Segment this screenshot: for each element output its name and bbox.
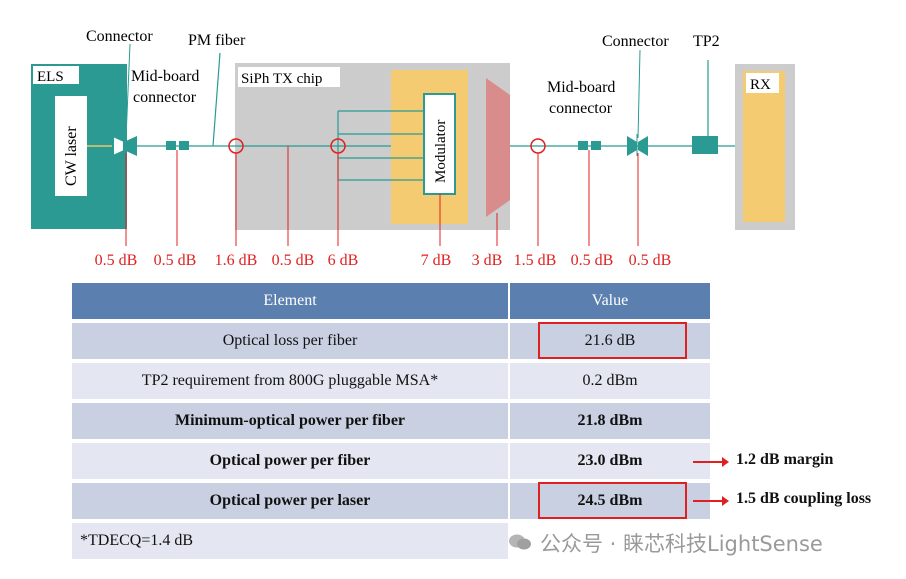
loss-label: 0.5 dB xyxy=(629,252,672,269)
els-label-box xyxy=(33,66,79,84)
loss-label: 7 dB xyxy=(421,252,452,269)
table-header: Element Value xyxy=(72,283,710,321)
arrow-icon xyxy=(693,457,729,467)
loss-label: 3 dB xyxy=(472,252,503,269)
connector-left-icon-b xyxy=(126,136,137,156)
connector-left-label: Connector xyxy=(86,28,153,45)
connector-left-icon xyxy=(112,134,125,158)
modulator-box xyxy=(423,93,456,195)
row-value: 0.2 dBm xyxy=(510,363,710,401)
row-element: Minimum-optical power per fiber xyxy=(72,403,510,441)
connector-right-icon xyxy=(627,136,637,156)
midboard-right-label-2: connector xyxy=(549,100,613,117)
cw-laser-label: CW laser xyxy=(63,126,80,186)
row-element: TP2 requirement from 800G pluggable MSA* xyxy=(72,363,510,401)
table-row: TP2 requirement from 800G pluggable MSA*… xyxy=(72,363,710,401)
loss-label: 0.5 dB xyxy=(95,252,138,269)
pm-fiber-label: PM fiber xyxy=(188,32,246,49)
tp2-label: TP2 xyxy=(693,33,720,50)
wechat-icon xyxy=(509,534,531,550)
row-value: 24.5 dBm xyxy=(510,483,710,521)
margin-annotation: 1.2 dB margin xyxy=(736,451,834,468)
midboard-right-icon xyxy=(578,141,588,150)
loss-label: 0.5 dB xyxy=(272,252,315,269)
loss-label: 0.5 dB xyxy=(154,252,197,269)
midboard-left-label-1: Mid-board xyxy=(131,68,199,85)
midboard-left-label-2: connector xyxy=(133,89,197,106)
loss-label: 6 dB xyxy=(328,252,359,269)
row-element: Optical loss per fiber xyxy=(72,323,510,361)
highlight-box xyxy=(538,482,687,519)
midboard-right-label-1: Mid-board xyxy=(547,79,615,96)
loss-label: 0.5 dB xyxy=(571,252,614,269)
loss-label: 1.5 dB xyxy=(514,252,557,269)
row-value: 21.6 dB xyxy=(510,323,710,361)
header-value: Value xyxy=(510,283,710,321)
watermark: 公众号 · 睐芯科技LightSense xyxy=(540,532,823,556)
highlight-box xyxy=(538,322,687,359)
header-element: Element xyxy=(72,283,510,321)
table-row: Optical power per fiber 23.0 dBm xyxy=(72,443,710,481)
table-row: Optical power per laser 24.5 dBm xyxy=(72,483,710,521)
row-value: 23.0 dBm xyxy=(510,443,710,481)
connector-right-label: Connector xyxy=(602,33,669,50)
table-row: Minimum-optical power per fiber 21.8 dBm xyxy=(72,403,710,441)
row-element: Optical power per fiber xyxy=(72,443,510,481)
rx-label: RX xyxy=(750,77,771,93)
table-row: Optical loss per fiber 21.6 dB xyxy=(72,323,710,361)
table-row: *TDECQ=1.4 dB xyxy=(72,523,710,561)
arrow-icon xyxy=(693,496,729,506)
modulator-label: Modulator xyxy=(433,120,449,183)
els-label: ELS xyxy=(37,69,64,85)
midboard-left-icon xyxy=(166,141,176,150)
coupling-loss-annotation: 1.5 dB coupling loss xyxy=(736,490,872,507)
cw-laser-box xyxy=(55,96,87,196)
row-element: Optical power per laser xyxy=(72,483,510,521)
tp2-icon xyxy=(692,136,718,154)
link-budget-diagram: ELS CW laser SiPh TX chip Modulator RX xyxy=(31,28,795,269)
siph-chip-label: SiPh TX chip xyxy=(241,71,322,87)
table-footnote: *TDECQ=1.4 dB xyxy=(72,523,510,561)
mux-shape xyxy=(486,78,510,217)
loss-label: 1.6 dB xyxy=(215,252,258,269)
row-value: 21.8 dBm xyxy=(510,403,710,441)
